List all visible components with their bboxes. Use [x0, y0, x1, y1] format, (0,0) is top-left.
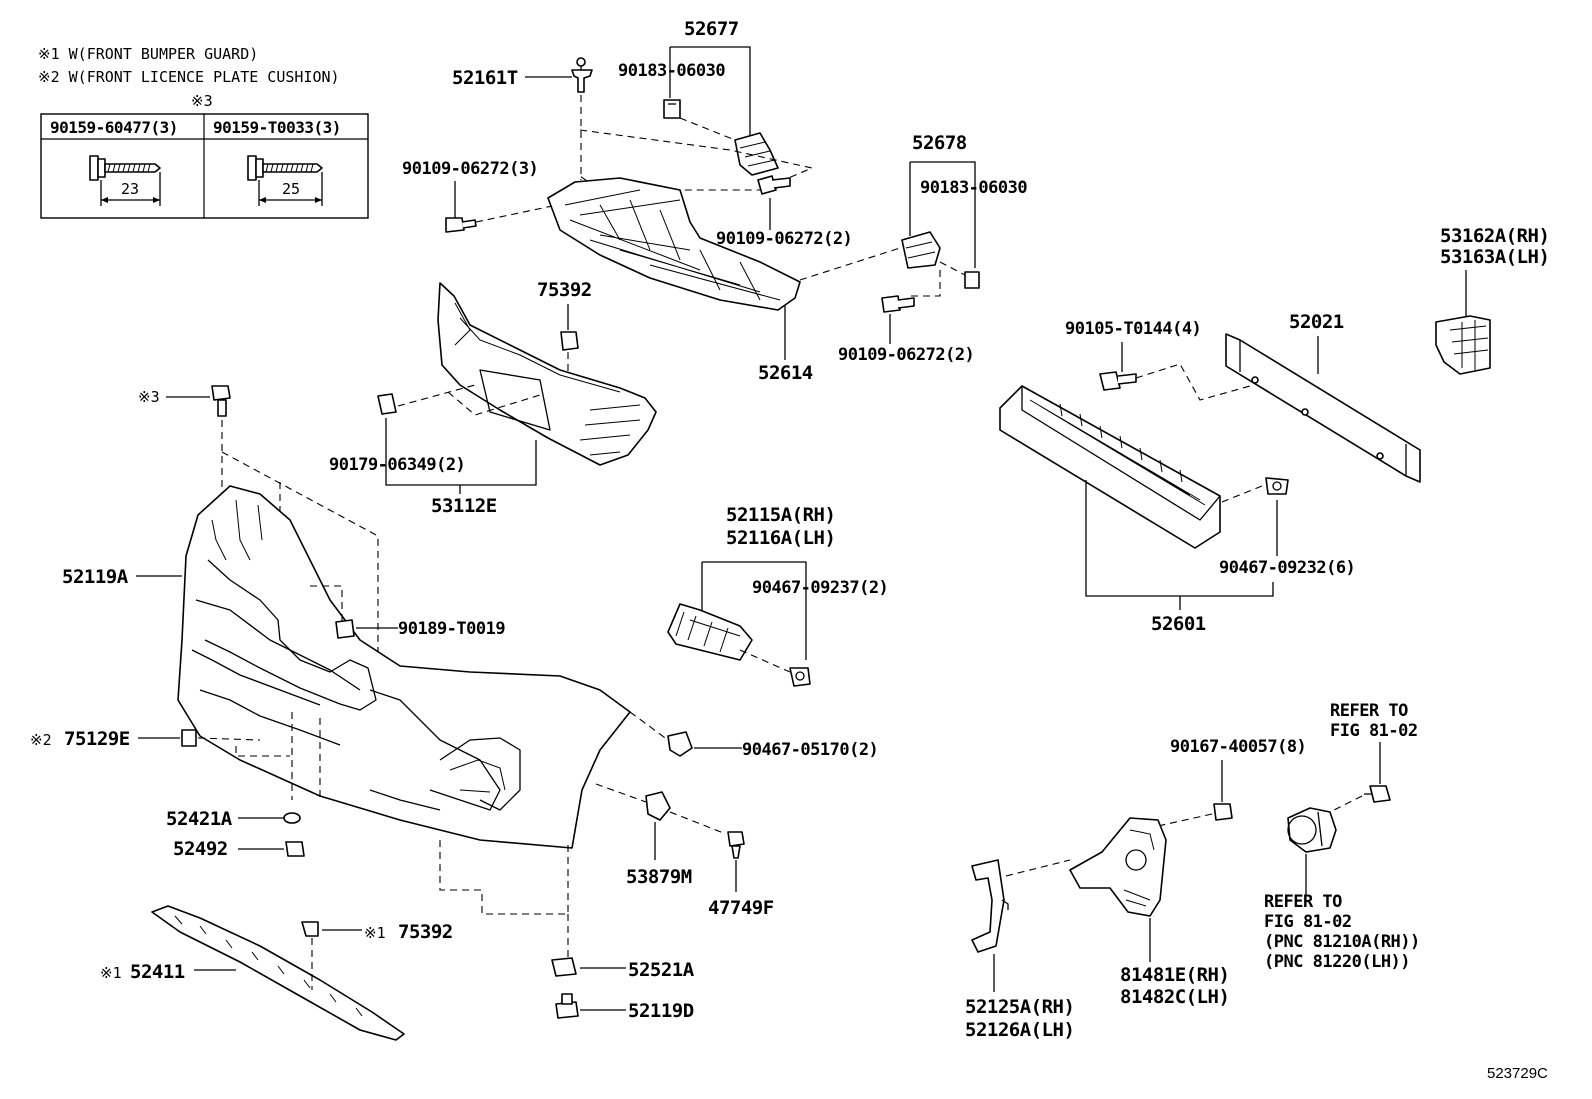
- clip-nut-icon: [377, 393, 397, 415]
- label-pnc-81210A-RH: (PNC 81210A(RH)): [1264, 932, 1420, 952]
- bracket-53879M: [645, 791, 671, 821]
- label-90467-05170-2: 90467-05170(2): [742, 740, 878, 760]
- bracket-52677: [734, 132, 779, 176]
- reinforcement-52601: [999, 385, 1221, 549]
- clip-icon: [789, 667, 811, 687]
- flange-bolt-icon: [1099, 371, 1137, 391]
- flange-bolt-icon: [555, 993, 579, 1019]
- label-52677: 52677: [684, 18, 739, 40]
- label-47749F: 47749F: [708, 897, 774, 919]
- bolt-table: 90159-60477(3) 90159-T0033(3) 23 25: [40, 113, 369, 219]
- label-52119D: 52119D: [628, 1000, 694, 1022]
- label-52116A-LH: 52116A(LH): [726, 527, 835, 549]
- clip-nut-icon: [964, 271, 980, 289]
- clip-nut-icon: [335, 619, 355, 639]
- lower-grille-53112E: [437, 282, 657, 466]
- label-pnc-81220-LH: (PNC 81220(LH)): [1264, 952, 1410, 972]
- bolt-icon: [757, 175, 791, 195]
- bracket-52125A: [971, 859, 1009, 953]
- label-90189-T0019: 90189-T0019: [398, 619, 505, 639]
- bracket-53162A: [1435, 315, 1491, 375]
- label-90109-06272-2-a: 90109-06272(2): [716, 229, 852, 249]
- flange-bolt-icon: [211, 385, 231, 417]
- upper-grille-52614: [547, 177, 801, 311]
- label-90467-09237-2: 90467-09237(2): [752, 578, 888, 598]
- bolt-table-col1-length: 23: [121, 180, 139, 198]
- label-90105-T0144-4: 90105-T0144(4): [1065, 319, 1201, 339]
- mark-1-a: ※1: [364, 924, 386, 942]
- bumper-guard-52411: [151, 905, 405, 1041]
- label-53112E: 53112E: [431, 495, 497, 517]
- label-refer-to-2: REFER TO: [1264, 892, 1342, 912]
- label-75392-a: 75392: [537, 279, 592, 301]
- label-53879M: 53879M: [626, 866, 692, 888]
- clip-icon: [301, 921, 319, 937]
- bumper-bracket-52021: [1225, 333, 1421, 483]
- label-52421A: 52421A: [166, 808, 233, 830]
- bolt-table-col2-part: 90159-T0033(3): [213, 118, 341, 137]
- screw-icon: [727, 831, 745, 859]
- clip-icon: [571, 57, 593, 93]
- label-81482C-LH: 81482C(LH): [1120, 986, 1229, 1008]
- label-refer-to-1: REFER TO: [1330, 701, 1408, 721]
- label-81481E-RH: 81481E(RH): [1120, 964, 1229, 986]
- bolt-table-col2-length: 25: [282, 180, 300, 198]
- fog-lamp-unit: [1287, 807, 1337, 853]
- clip-icon: [1265, 477, 1289, 495]
- clip-icon: [285, 841, 305, 857]
- bolt-icon: [445, 217, 477, 233]
- label-90183-06030-a: 90183-06030: [618, 61, 725, 81]
- label-52126A-LH: 52126A(LH): [965, 1019, 1074, 1041]
- washer-icon: [283, 812, 301, 824]
- label-52119A: 52119A: [62, 566, 129, 588]
- cushion-icon: [181, 729, 197, 747]
- note-front-licence-plate-cushion: ※2 W(FRONT LICENCE PLATE CUSHION): [38, 68, 340, 86]
- label-52125A-RH: 52125A(RH): [965, 996, 1074, 1018]
- label-52601: 52601: [1151, 613, 1206, 635]
- label-52521A: 52521A: [628, 959, 695, 981]
- label-53163A-LH: 53163A(LH): [1440, 246, 1549, 268]
- figure-id: 523729C: [1487, 1065, 1548, 1082]
- label-fig-81-02-2: FIG 81-02: [1264, 912, 1352, 932]
- label-90179-06349-2: 90179-06349(2): [329, 455, 465, 475]
- label-52021: 52021: [1289, 311, 1344, 333]
- label-90183-06030-b: 90183-06030: [920, 178, 1027, 198]
- flange-bolt-icon: [247, 155, 323, 206]
- label-90109-06272-2-b: 90109-06272(2): [838, 345, 974, 365]
- clip-nut-icon: [551, 957, 577, 977]
- note-front-bumper-guard: ※1 W(FRONT BUMPER GUARD): [38, 45, 258, 63]
- side-bracket-52115A: [667, 603, 753, 661]
- label-75129E: 75129E: [64, 728, 130, 750]
- label-52411: 52411: [130, 961, 185, 983]
- label-52614: 52614: [758, 362, 813, 384]
- clip-nut-icon: [663, 99, 681, 119]
- label-75392-b: 75392: [398, 921, 453, 943]
- clip-icon: [667, 731, 693, 757]
- note3-mark: ※3: [191, 92, 213, 110]
- label-90167-40057-8: 90167-40057(8): [1170, 737, 1306, 757]
- mark-1-b: ※1: [100, 964, 122, 982]
- bolt-icon: [881, 295, 915, 313]
- bolt-table-col1-part: 90159-60477(3): [50, 118, 178, 137]
- label-52115A-RH: 52115A(RH): [726, 504, 835, 526]
- label-53162A-RH: 53162A(RH): [1440, 225, 1549, 247]
- mark-2: ※2: [30, 731, 52, 749]
- label-52161T: 52161T: [452, 67, 518, 89]
- mark-3: ※3: [138, 388, 160, 406]
- fog-lamp-cover-81481E: [1069, 817, 1167, 917]
- bolt-icon: [1364, 785, 1391, 803]
- label-52492: 52492: [173, 838, 228, 860]
- clip-icon: [560, 331, 579, 351]
- label-90109-06272-3: 90109-06272(3): [402, 159, 538, 179]
- label-fig-81-02-1: FIG 81-02: [1330, 721, 1418, 741]
- bumper-cover-52119A: [177, 485, 631, 849]
- label-52678: 52678: [912, 132, 967, 154]
- flange-bolt-icon: [1213, 803, 1233, 821]
- bracket-52678: [901, 231, 941, 269]
- flange-bolt-icon: [89, 155, 161, 206]
- label-90467-09232-6: 90467-09232(6): [1219, 558, 1355, 578]
